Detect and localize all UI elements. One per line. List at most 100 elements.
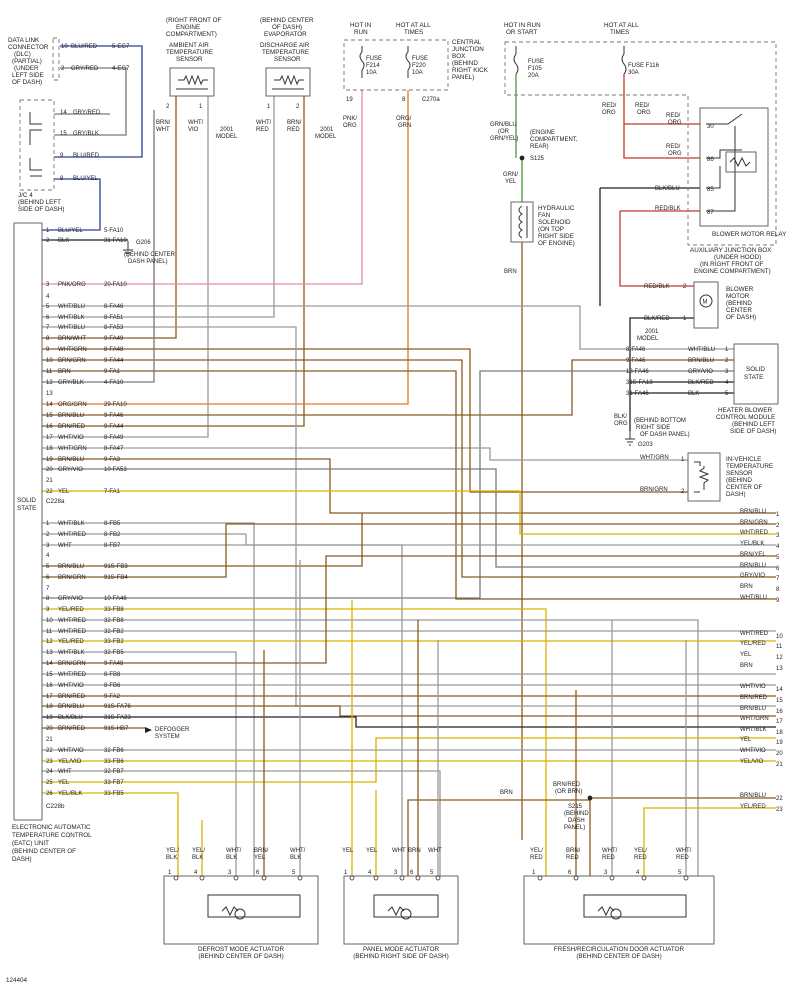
eatc-b-pin-21: 21 xyxy=(46,737,53,743)
actuator-2-wire-0-0: YEL/ xyxy=(530,848,543,854)
eatc-a-pin-2: 2 xyxy=(46,238,50,244)
blower-motor-icon xyxy=(699,294,713,308)
w-b18 xyxy=(42,705,776,717)
eatc-a-pin-5-color: WHT/BLU xyxy=(58,304,85,310)
bus-pin-22: 22 xyxy=(776,796,783,802)
eatc-b-pin-1-circuit: 8-FB5 xyxy=(104,521,121,527)
eatc-b-pin-24-circuit: 32-FB7 xyxy=(104,769,124,775)
actuator-0-wire-1-1: BLK xyxy=(192,855,203,861)
bus-7-color: GRY/VIO xyxy=(740,573,765,579)
w-b5 xyxy=(42,513,363,567)
sol-title-5: OF ENGINE) xyxy=(538,240,575,247)
hbcm-gnd-note-2: OF DASH PANEL) xyxy=(640,432,690,438)
eatc-b-pin-22-circuit: 32-FB6 xyxy=(104,748,124,754)
ajb-title-3: ENGINE COMPARTMENT) xyxy=(694,268,771,275)
w-a11 xyxy=(42,370,776,600)
cjb-title-1: JUNCTION xyxy=(452,46,484,53)
hbcm-gnd-wire-0: BLK/ xyxy=(614,414,627,420)
eatc-title-1: TEMPERATURE CONTROL xyxy=(12,832,92,839)
sol-splice: S125 xyxy=(530,156,545,162)
bus-pin-12: 12 xyxy=(776,655,783,661)
actuator-2-body xyxy=(523,875,715,945)
eatc-b-pin-20-circuit: 91S-HB7 xyxy=(104,726,129,732)
bus-6-color: BRN/BLU xyxy=(740,563,766,569)
bus-8-color: BRN xyxy=(740,584,753,590)
ajb-w4-1: ORG xyxy=(668,151,682,157)
eatc-b-pin-8: 8 xyxy=(46,596,50,602)
eatc-b-pin-19: 19 xyxy=(46,715,53,721)
jc4-pin-14: 14 xyxy=(60,110,67,116)
ajb-w2-1: ORG xyxy=(637,110,651,116)
eatc-a-pin-5-circuit: 8-FA46 xyxy=(104,304,124,310)
eatc-a-pin-15: 15 xyxy=(46,413,53,419)
bus-pin-1: 1 xyxy=(776,512,780,518)
eatc-a-pin-21: 21 xyxy=(46,478,53,484)
actuator-1-wire-3-0: BRN xyxy=(408,848,421,854)
eatc-unit: SOLID STATE C228a C228b ELECTRONIC AUTOM… xyxy=(12,222,190,863)
eatc-a-pin-1: 1 xyxy=(46,228,50,234)
hbcm-pin-4-color: BLK/RED xyxy=(688,380,714,386)
eatc-b-pin-23-circuit: 33-FB6 xyxy=(104,759,124,765)
s2-pin-b: 2 xyxy=(296,104,300,110)
dlc-title-5: LEFT SIDE xyxy=(12,72,44,79)
solenoid-body xyxy=(510,201,534,243)
hbcm-inner-0: SOLID xyxy=(746,366,765,373)
eatc-a-pin-8-circuit: 9-FA49 xyxy=(104,336,124,342)
w-ivts-1 xyxy=(42,447,688,461)
eatc-a-pin-10-circuit: 9-FA44 xyxy=(104,358,124,364)
eatc-b-pin-25-circuit: 33-FB7 xyxy=(104,780,124,786)
sol-wire-mid-0: GRN/ xyxy=(503,172,518,178)
cjb-wire-2-1: GRN xyxy=(398,123,411,129)
hbcm-ground: G203 xyxy=(638,442,653,448)
eatc-b-pin-14: 14 xyxy=(46,661,53,667)
s2-pin-a: 1 xyxy=(267,104,271,110)
ivts-title-1: TEMPERATURE xyxy=(726,463,773,470)
w-relay-87 xyxy=(619,210,700,287)
hbcm-pin-1: 1 xyxy=(725,347,729,353)
eatc-a-pin-7: 7 xyxy=(46,325,50,331)
relay-title: BLOWER MOTOR RELAY xyxy=(712,231,787,238)
dlc-pin-10-circuit: 5-EG7 xyxy=(112,44,130,50)
w-s1-b xyxy=(42,96,209,438)
bus-pin-8: 8 xyxy=(776,587,780,593)
eatc-a-pin-7-color: WHT/BLU xyxy=(58,325,85,331)
actuator-1-body xyxy=(343,875,459,945)
actuator-0-wire-2-1: BLK xyxy=(226,855,237,861)
actuator-0-wire-3-0: BRN/ xyxy=(254,848,269,854)
s215-name-1: (BEHIND xyxy=(564,811,589,817)
bus-23-color: YEL/RED xyxy=(740,804,766,810)
ivts-body xyxy=(687,452,721,502)
eatc-b-pin-9-color: YEL/RED xyxy=(58,607,84,613)
s2-title-5: SENSOR xyxy=(274,56,301,63)
jc4-title-1: (BEHIND LEFT xyxy=(18,199,61,206)
w-b14 xyxy=(42,555,776,664)
actuator-0-wire-0-1: BLK xyxy=(166,855,177,861)
hbcm-title-2: (BEHIND LEFT xyxy=(732,421,775,428)
w-jc-8 xyxy=(42,178,101,231)
eatc-a-pin-8-color: BRN/WHT xyxy=(58,336,86,342)
s215-brn: BRN xyxy=(500,790,513,796)
eatc-b-pin-12-color: YEL/RED xyxy=(58,639,84,645)
w-dlc-2 xyxy=(54,67,127,136)
relay-pin-87: 87 xyxy=(707,210,714,216)
eatc-a-pin-22-color: YEL xyxy=(58,489,70,495)
hbcm-pin-4-circuit: 31S-FA18 xyxy=(626,380,653,386)
actuator-2-pin-label-3: 3 xyxy=(604,870,608,876)
eatc-b-pin-3-color: WHT xyxy=(58,543,72,549)
eatc-a-pin-2-circuit: 31-FA10 xyxy=(104,238,127,244)
splice-s215: BRN/RED (OR BRN) S215 (BEHIND DASH PANEL… xyxy=(500,782,593,831)
actuator-2-pin-1 xyxy=(537,875,543,881)
s2-title-0: (BEHIND CENTER xyxy=(260,17,314,24)
bus-pin-3: 3 xyxy=(776,533,780,539)
jc4-title-2: SIDE OF DASH) xyxy=(18,206,65,213)
bm-pin-top: 2 xyxy=(683,284,687,290)
jc4-pin-8: 8 xyxy=(60,176,64,182)
eatc-a-pin-10: 10 xyxy=(46,358,53,364)
eatc-title-2: (EATC) UNIT xyxy=(12,840,49,847)
ivts-title-3: (BEHIND xyxy=(726,477,752,484)
bus-11-color: YEL/RED xyxy=(740,641,766,647)
actuator-0-pin-3 xyxy=(233,875,239,881)
